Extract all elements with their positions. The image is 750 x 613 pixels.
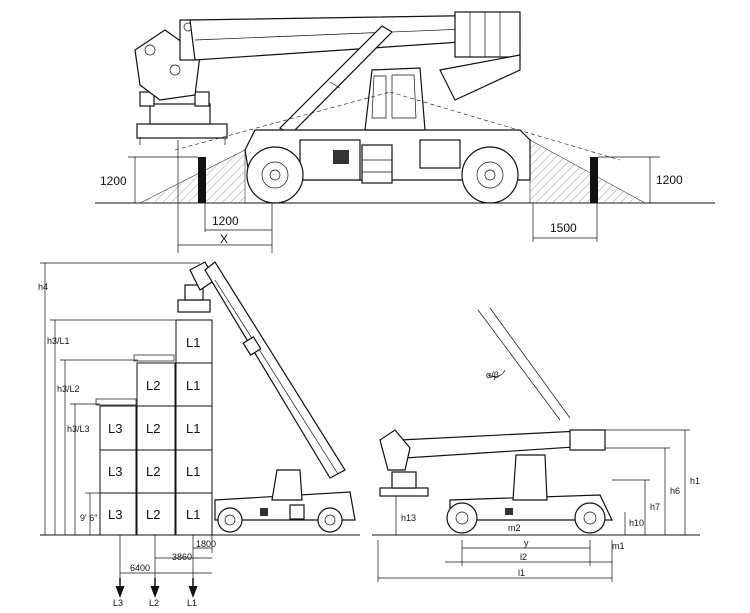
rotator-head [134, 19, 201, 101]
left-visibility-zone [139, 149, 246, 204]
stack-view: h4 h3/L1 h3/L2 h3/L3 9' 6" L3 L3 L3 [38, 261, 360, 608]
dim-right-offset: 1500 [550, 221, 577, 235]
side-machine [446, 454, 613, 534]
container-l3-top: L3 [108, 421, 122, 436]
boom [189, 11, 521, 61]
stack-machine [214, 469, 356, 533]
m1-label: m1 [612, 541, 625, 551]
h4-label: h4 [38, 282, 48, 292]
spreader [136, 91, 228, 145]
h6-label: h6 [670, 486, 680, 496]
container-l2-3: L2 [146, 464, 160, 479]
h7-label: h7 [650, 502, 660, 512]
column-l2: L2 L2 L2 L2 [133, 354, 176, 536]
column-l3: L3 L3 L3 [95, 398, 137, 536]
container-l1-1: L1 [186, 335, 200, 350]
dim-left-height: 1200 [100, 174, 127, 188]
h1-label: h1 [690, 476, 700, 486]
arrow-l3-label: L3 [113, 598, 123, 608]
top-view: 1200 1200 1200 X 1500 [95, 11, 715, 253]
h13-label: h13 [401, 513, 416, 523]
l2-label: l2 [520, 552, 527, 562]
container-l2-4: L2 [146, 507, 160, 522]
container-l3-mid: L3 [108, 464, 122, 479]
right-post [590, 157, 598, 203]
arrow-l2-label: L2 [149, 598, 159, 608]
dim-6400: 6400 [130, 563, 150, 573]
dim-x: X [220, 232, 228, 246]
h3-l3-label: h3/L3 [67, 424, 90, 434]
left-post [198, 157, 206, 203]
arrow-l1-label: L1 [187, 598, 197, 608]
rear-wheel [461, 146, 519, 204]
dim-right-height: 1200 [656, 173, 683, 187]
stack-boom [204, 261, 346, 479]
container-l2-2: L2 [146, 421, 160, 436]
h3-l2-label: h3/L2 [57, 384, 80, 394]
h10-label: h10 [629, 518, 644, 528]
container-l1-5: L1 [186, 507, 200, 522]
l1-label: l1 [518, 568, 525, 578]
dim-1800: 1800 [196, 539, 216, 549]
chassis [244, 129, 531, 184]
container-l1-2: L1 [186, 378, 200, 393]
container-l3-bottom: L3 [108, 507, 122, 522]
dim-3860: 3860 [172, 552, 192, 562]
side-view: α/β h1 h6 h7 h10 h13 m1 [372, 307, 700, 582]
m2-label: m2 [508, 523, 521, 533]
front-wheel [246, 146, 304, 204]
cab [364, 67, 426, 131]
container-l1-3: L1 [186, 421, 200, 436]
angle-label: α/β [486, 370, 499, 380]
row-height-label: 9' 6" [80, 513, 97, 523]
container-l1-4: L1 [186, 464, 200, 479]
container-l2-1: L2 [146, 378, 160, 393]
h3-l1-label: h3/L1 [47, 336, 70, 346]
right-visibility-zone [529, 139, 646, 204]
column-l1: L1 L1 L1 L1 L1 [175, 319, 213, 536]
y-label: y [524, 538, 529, 548]
dim-left-offset: 1200 [212, 214, 239, 228]
